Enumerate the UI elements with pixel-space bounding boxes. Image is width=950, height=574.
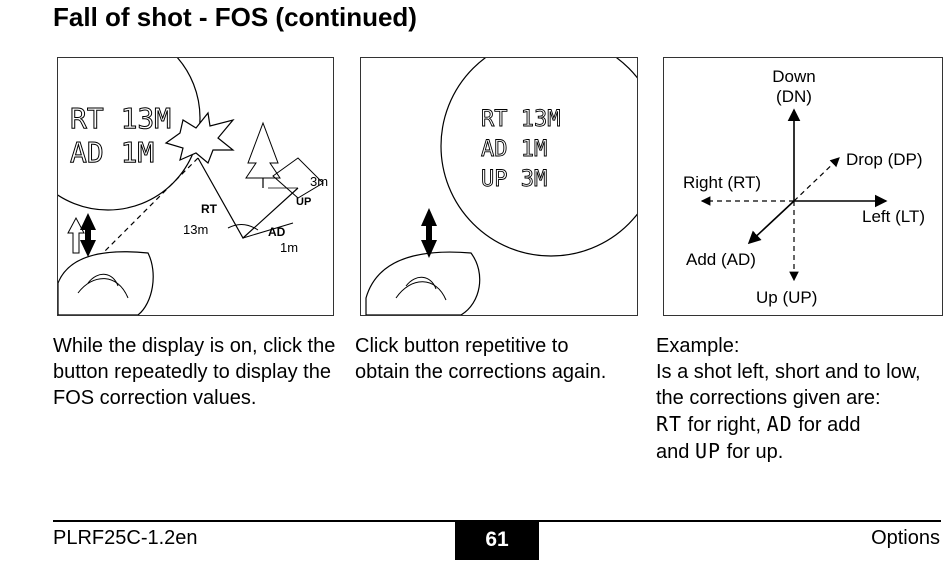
display-line-1: RT 13M (481, 107, 560, 132)
down-label: Down (772, 67, 815, 86)
arrow-up-icon (421, 208, 437, 238)
display-illustration: RT 13M AD 1M UP 3M (365, 58, 637, 315)
label-up: UP (296, 196, 311, 208)
down-code: (DN) (776, 87, 812, 106)
outline-arrow-icon (67, 216, 85, 254)
drop-label: Drop (DP) (846, 150, 923, 169)
rangefinder-device (365, 251, 481, 315)
arrow-down-icon (421, 228, 437, 258)
drop-axis (793, 157, 840, 202)
instruction-text-1: While the display is on, click the butto… (53, 335, 336, 409)
add-axis (747, 200, 795, 245)
for-right-text: for right, (687, 414, 762, 436)
example-body: Is a shot left, short and to low, the co… (656, 361, 921, 409)
for-up-text: for up. (726, 441, 784, 463)
line-of-sight (97, 157, 199, 259)
display-line-2: AD 1M (481, 137, 547, 162)
right-label: Right (RT) (683, 173, 761, 192)
direction-diagram: Down (DN) Drop (DP) Right (RT) Left (LT)… (683, 67, 925, 307)
display-line-1: RT 13M (70, 102, 171, 135)
page-title: Fall of shot - FOS (continued) (53, 2, 417, 32)
value-rt: 13m (183, 222, 208, 237)
example-text: Example: Is a shot left, short and to lo… (656, 333, 946, 465)
rangefinder-device (58, 251, 154, 315)
instruction-text-2: Click button repetitive to obtain the co… (355, 335, 607, 383)
fos-illustration-panel: RT 13M AD 1M RT 13m AD 1m UP 3m (57, 57, 334, 316)
value-ad: 1m (280, 240, 298, 255)
example-codes-line-1: RT for right, AD for add (656, 411, 946, 438)
for-add-text: for add (798, 414, 861, 436)
tree-icon (245, 121, 281, 179)
display-circle (58, 58, 201, 211)
example-heading: Example: (656, 335, 740, 357)
arrow-up-icon (80, 213, 96, 240)
left-label: Left (LT) (862, 207, 925, 226)
code-up: UP (694, 439, 722, 463)
fos-illustration: RT 13M AD 1M RT 13m AD 1m UP 3m (58, 58, 328, 315)
value-up: 3m (310, 174, 328, 189)
and-text: and (656, 441, 690, 463)
document-id: PLRF25C-1.2en (53, 527, 198, 549)
display-line-3: UP 3M (481, 167, 547, 192)
display-circle (440, 58, 637, 257)
section-name: Options (871, 527, 940, 549)
code-ad: AD (766, 412, 793, 436)
display-panel: RT 13M AD 1M UP 3M (360, 57, 638, 316)
target-box (272, 157, 324, 199)
page-number: 61 (455, 520, 539, 560)
display-line-2: AD 1M (70, 136, 154, 169)
label-rt: RT (201, 202, 218, 216)
explosion-icon (164, 111, 235, 164)
code-rt: RT (656, 412, 683, 436)
add-label: Add (AD) (686, 250, 756, 269)
arrow-down-icon (80, 230, 96, 257)
label-ad: AD (268, 225, 286, 239)
example-codes-line-2: and UP for up. (656, 438, 946, 465)
direction-diagram-panel: Down (DN) Drop (DP) Right (RT) Left (LT)… (663, 57, 943, 316)
up-label: Up (UP) (756, 288, 817, 307)
